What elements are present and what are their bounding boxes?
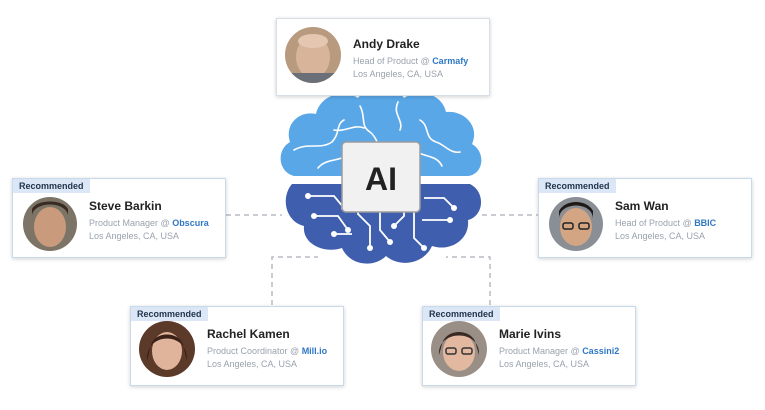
avatar [23,197,77,251]
recommended-badge: Recommended [539,179,616,193]
ai-label: AI [365,161,397,197]
company-link[interactable]: Mill.io [301,346,328,356]
profile-card-sam[interactable]: Recommended Sam Wan Head of Product @ BB… [538,178,752,258]
company-link[interactable]: Carmafy [432,56,469,66]
person-location: Los Angeles, CA, USA [615,231,706,241]
avatar [139,321,195,377]
avatar [285,27,341,83]
person-location: Los Angeles, CA, USA [353,69,444,79]
person-name: Rachel Kamen [207,327,290,341]
recommended-badge: Recommended [13,179,90,193]
recommended-badge: Recommended [131,307,208,321]
avatar [549,197,603,251]
ai-box [341,141,421,213]
company-link[interactable]: BBIC [694,218,717,228]
person-name: Sam Wan [615,199,669,213]
connector-rachel [271,256,318,305]
ai-brain-illustration: AI [280,87,482,264]
person-role: Head of Product @ Carmafy [353,56,469,66]
profile-card-marie[interactable]: Recommended Marie Ivins Product Manager … [422,306,636,386]
connector-marie [446,256,491,305]
recommended-badge: Recommended [423,307,500,321]
person-role: Product Manager @ Obscura [89,218,209,228]
person-location: Los Angeles, CA, USA [89,231,180,241]
person-location: Los Angeles, CA, USA [499,359,590,369]
person-name: Steve Barkin [89,199,162,213]
person-role: Product Coordinator @ Mill.io [207,346,328,356]
person-role: Product Manager @ Cassini2 [499,346,620,356]
brain-top-hemisphere [280,87,482,176]
person-name: Andy Drake [353,37,420,51]
profile-card-andy[interactable]: Andy Drake Head of Product @ Carmafy Los… [276,18,490,96]
profile-card-rachel[interactable]: Recommended Rachel Kamen Product Coordin… [130,306,344,386]
company-link[interactable]: Cassini2 [582,346,620,356]
company-link[interactable]: Obscura [172,218,209,228]
person-location: Los Angeles, CA, USA [207,359,298,369]
profile-card-steve[interactable]: Recommended Steve Barkin Product Manager… [12,178,226,258]
person-name: Marie Ivins [499,327,562,341]
avatar [431,321,487,377]
person-role: Head of Product @ BBIC [615,218,717,228]
